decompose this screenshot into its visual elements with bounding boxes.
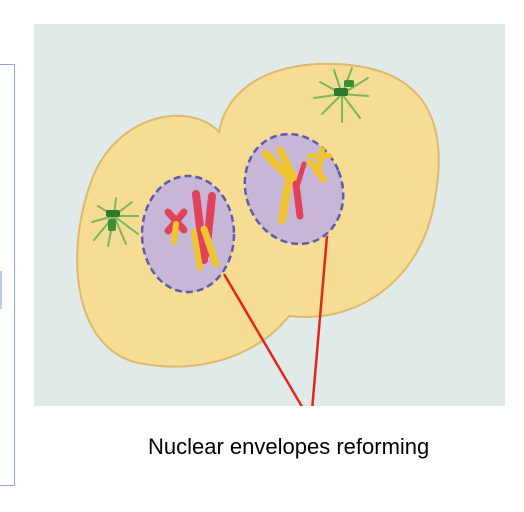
- chromosome: [262, 150, 296, 184]
- right-chromosomes: [262, 146, 333, 224]
- chromosome: [293, 161, 307, 193]
- side-panel-tab[interactable]: [0, 271, 2, 309]
- left-nucleus: [140, 174, 236, 294]
- pointer-line-right: [311, 235, 329, 406]
- right-nucleus: [243, 132, 345, 246]
- spindle-fiber: [321, 93, 343, 115]
- figure-caption: Nuclear envelopes reforming: [148, 434, 430, 459]
- left-centrosome: [91, 197, 139, 247]
- pointer-line-left: [222, 273, 304, 406]
- caption-pointer: [222, 235, 329, 406]
- centriole: [344, 80, 354, 87]
- chromosome: [191, 229, 203, 271]
- left-chromosomes: [164, 190, 220, 271]
- spindle-fiber: [341, 93, 361, 119]
- chromosome: [278, 180, 292, 224]
- spindle-fiber: [113, 215, 139, 235]
- chromosome: [200, 225, 220, 268]
- centriole: [106, 210, 120, 217]
- centriole: [334, 88, 348, 96]
- right-centrosome: [313, 67, 369, 123]
- side-panel-frame: [0, 64, 15, 486]
- telophase-cell-illustration: [34, 24, 505, 406]
- centriole: [108, 219, 116, 231]
- left-nuclear-envelope: [140, 174, 236, 294]
- chromosome: [171, 221, 179, 245]
- chromosome: [276, 146, 300, 186]
- spindle-fiber: [113, 215, 127, 245]
